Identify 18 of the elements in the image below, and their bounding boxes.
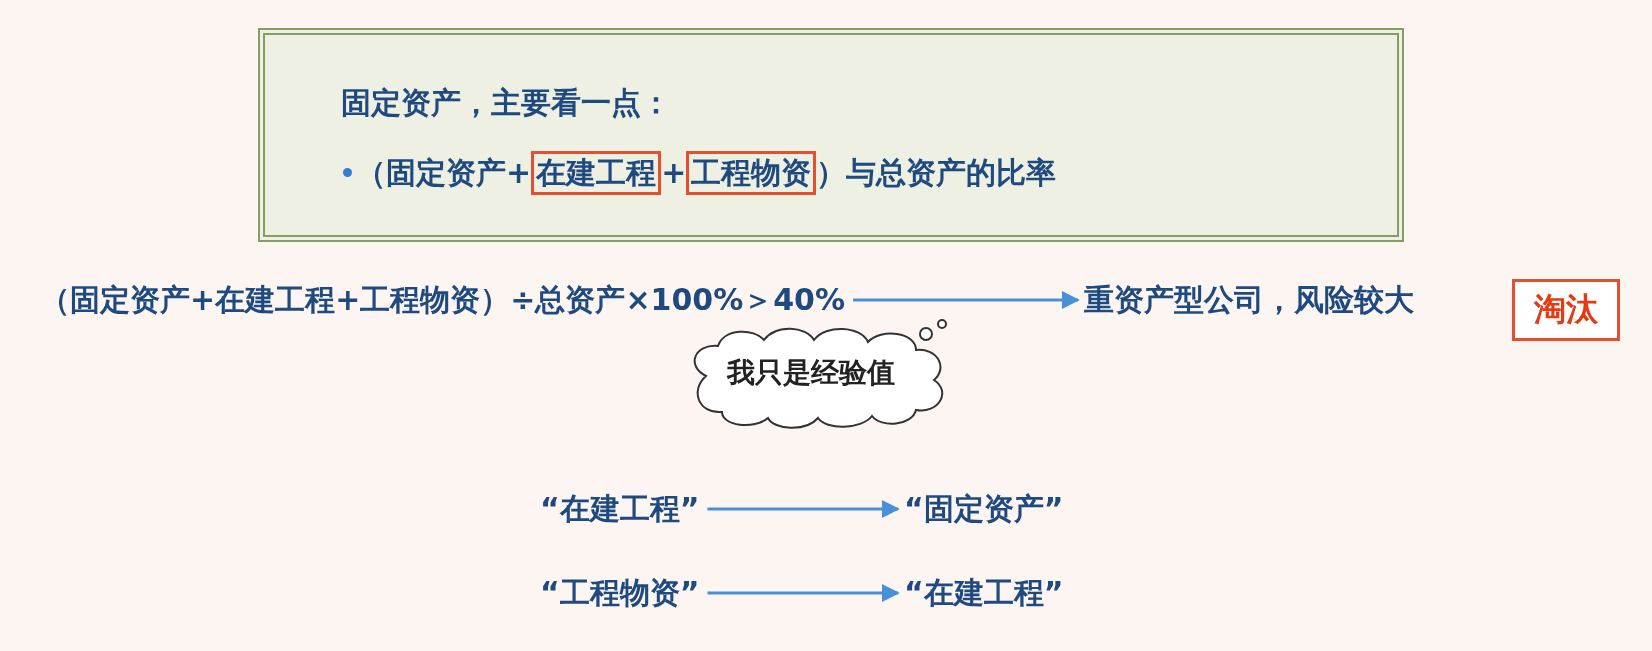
- arrow: [853, 291, 1080, 309]
- arrow: [707, 584, 900, 602]
- sentence-part: （固定资产+: [356, 154, 532, 191]
- heading: 固定资产，主要看一点：: [341, 85, 671, 121]
- arrow: [707, 500, 900, 518]
- term-text: “固定资产”: [904, 491, 1064, 527]
- term-text: “工程物资”: [540, 575, 700, 611]
- cloud-text: 我只是经验值: [725, 355, 896, 391]
- sentence-part: ）与总资产的比率: [816, 154, 1057, 191]
- summary-panel: [258, 28, 1404, 242]
- highlighted-term: 在建工程: [531, 151, 662, 195]
- formula-text: （固定资产+在建工程+工程物资）÷总资产×100%＞40%: [40, 282, 846, 318]
- conclusion-text: 重资产型公司，风险较大: [1084, 282, 1414, 318]
- verdict-label: 淘汰: [1512, 279, 1620, 341]
- sentence-part: +: [661, 154, 687, 191]
- highlighted-term: 工程物资: [686, 151, 817, 195]
- term-text: “在建工程”: [904, 575, 1064, 611]
- term-text: “在建工程”: [540, 491, 700, 527]
